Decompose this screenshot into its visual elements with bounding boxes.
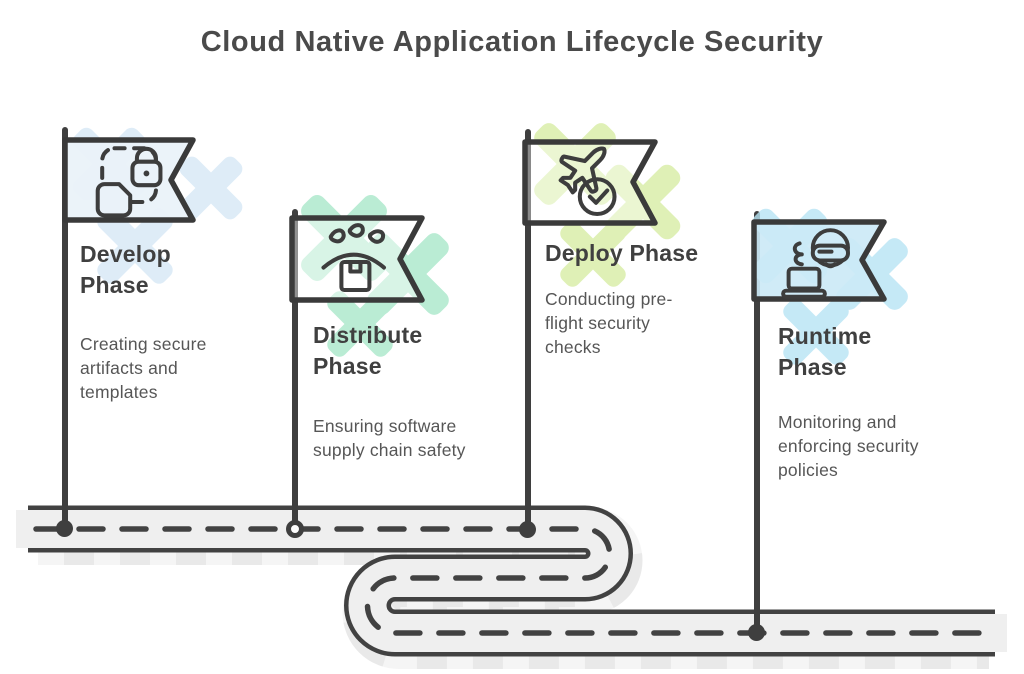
distribute-phase-description: Ensuring software supply chain safety [313,416,466,460]
runtime-flag-pole [754,211,760,636]
distribute-milestone-dot [286,520,304,538]
develop-phase-description: Creating secure artifacts and templates [80,334,207,402]
develop-flag [62,127,243,284]
road-surface [16,510,1007,652]
deploy-phase-title: Deploy Phase [545,240,699,266]
develop-milestone-dot [56,520,73,537]
plane-check-icon [558,146,617,217]
deploy-phase-description: Conducting pre-flight security checks [545,289,673,357]
runtime-flag [751,208,908,365]
distribute-flag-pole [292,209,298,532]
distribute-flag [289,195,449,357]
distribute-phase-title: Distribute Phase [313,322,423,379]
deploy-flag-pole [525,129,531,533]
runtime-milestone-dot [748,624,765,641]
develop-phase-title: Develop Phase [80,241,171,298]
goggles-laptop-icon [781,228,850,299]
runtime-phase-description: Monitoring and enforcing security polici… [778,412,919,480]
runtime-phase-title: Runtime Phase [778,323,872,380]
deploy-flag [522,123,681,287]
lock-template-icon [95,146,163,218]
diagram-title: Cloud Native Application Lifecycle Secur… [200,26,824,58]
package-drops-icon [321,223,386,292]
develop-flag-pole [62,127,68,533]
road-centerline [33,526,991,636]
deploy-milestone-dot [519,521,536,538]
distribute-banner [289,215,425,303]
